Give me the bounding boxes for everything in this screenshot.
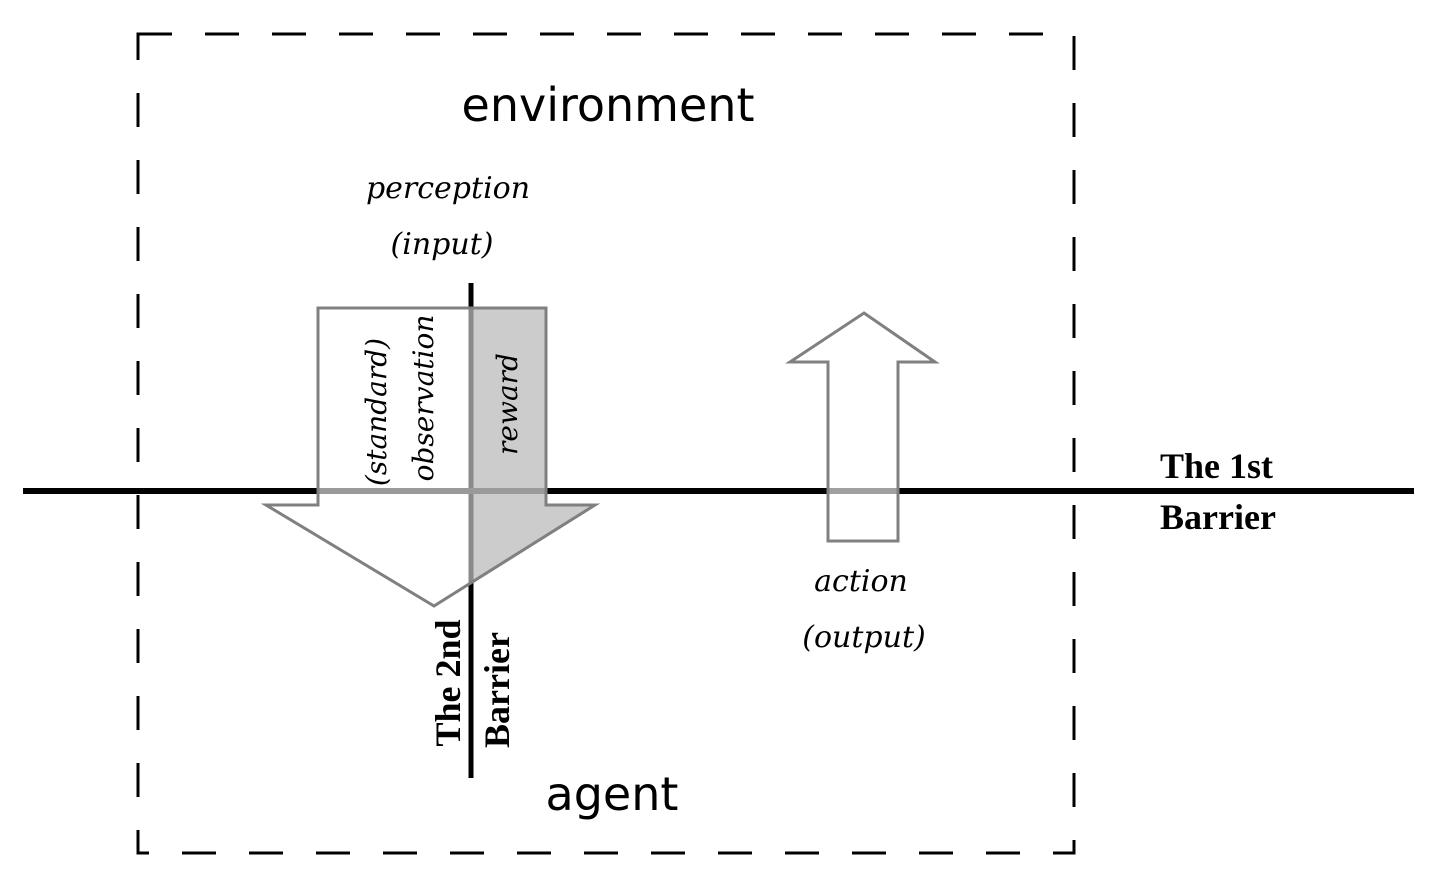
perception-arrow [260, 306, 601, 608]
reward-region [471, 308, 595, 583]
observation-standard-label: (standard) [360, 338, 393, 486]
second-barrier-label-line2: Barrier [477, 632, 517, 748]
first-barrier-label-line1: The 1st [1160, 446, 1273, 486]
observation-label: observation [407, 315, 440, 482]
agent-label: agent [546, 767, 679, 821]
action-arrow-outline [785, 311, 940, 543]
environment-label: environment [462, 78, 755, 132]
perception-input-label: (input) [391, 227, 494, 262]
perception-arrow-outline [260, 306, 601, 608]
action-label: action [814, 564, 908, 599]
boundary-box [136, 32, 1076, 855]
reward-label: reward [491, 353, 524, 455]
action-arrow [785, 311, 940, 543]
second-barrier-label-line1: The 2nd [428, 619, 468, 746]
first-barrier-label-line2: Barrier [1160, 497, 1276, 537]
perception-label: perception [366, 171, 530, 206]
action-output-label: (output) [802, 620, 925, 655]
